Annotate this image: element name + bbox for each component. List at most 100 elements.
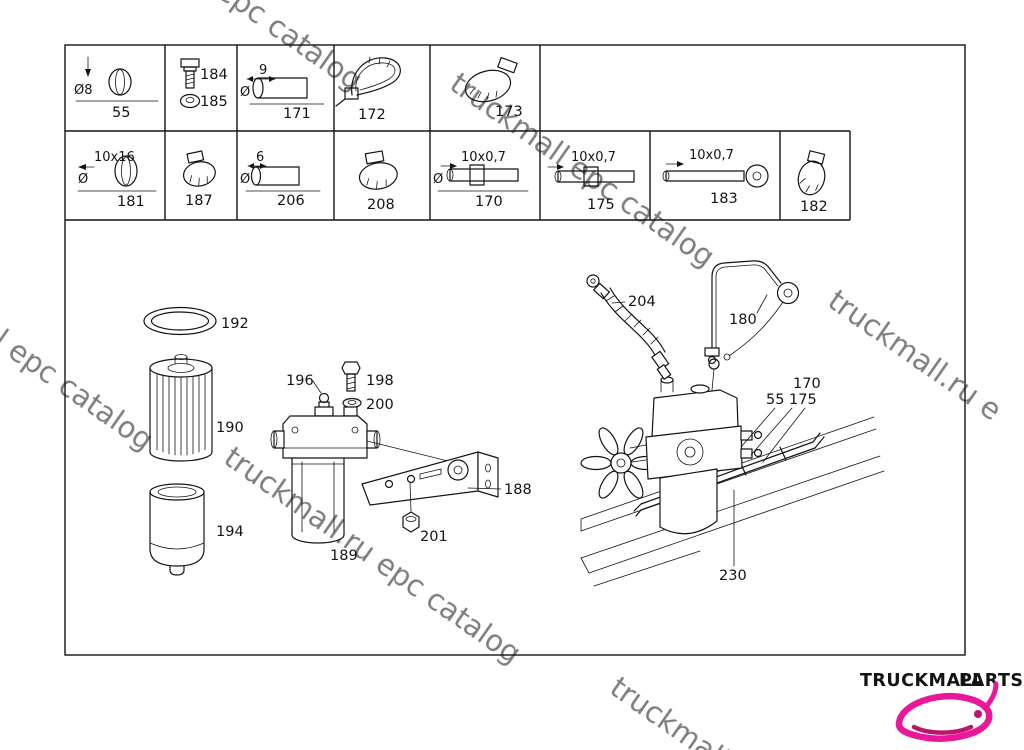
diagram-border (64, 44, 966, 656)
dimension-label: 6 (256, 150, 264, 165)
frame-rails (580, 416, 885, 587)
grid-cell-55: Ø8 55 (74, 56, 159, 121)
filter-element-190: 190 (149, 354, 244, 462)
part-number-label: 184 (200, 67, 228, 83)
part-number-label: 175 (587, 197, 615, 213)
spin-on-filter-194: 194 (149, 483, 244, 576)
watermark-text: l epc catalog (0, 323, 160, 457)
part-number-label: 170 (475, 194, 503, 210)
fuel-hose-204: 204 (586, 274, 672, 380)
part-number-label: 181 (117, 194, 145, 210)
grid-cell-183: 10x0,7 183 (662, 148, 769, 207)
grid-cell-187: 187 (182, 150, 216, 209)
part-label-194: 194 (216, 524, 244, 540)
grid-cell-181: 10x16 Ø 181 (77, 150, 157, 210)
watermark-text: epc catalog (211, 0, 369, 97)
hose-clamp-icon (464, 56, 518, 103)
part-number-label: 185 (200, 94, 228, 110)
part-number-label: 183 (710, 191, 738, 207)
truckmall-logo: TRUCKMALL PARTS (860, 671, 1024, 742)
dimension-label: 10x16 (94, 150, 135, 165)
watermark-text: truckmall epc catalog (444, 66, 721, 274)
filter-housing-189: 189 (270, 406, 381, 564)
bolt-icon (180, 58, 200, 89)
dimension-label: Ø (78, 172, 88, 187)
hose-clamp-icon (797, 150, 826, 196)
brand-accent: PARTS (959, 671, 1024, 691)
grid-cell-172: 172 (335, 56, 401, 123)
part-label-230: 230 (719, 568, 747, 584)
grid-cell-184-185: 184 185 (179, 58, 228, 110)
part-number-label: 187 (185, 193, 213, 209)
part-label-188: 188 (504, 482, 532, 498)
dimension-arrow (547, 164, 564, 170)
part-label-192: 192 (221, 316, 249, 332)
pipe-union-icon (554, 166, 635, 187)
part-number-label: 206 (277, 193, 305, 209)
grid-cell-173: 173 (464, 56, 523, 120)
nut-201: 201 (402, 481, 448, 545)
dimension-arrow (440, 163, 457, 169)
part-number-label: 172 (358, 107, 386, 123)
diagram-frame (64, 44, 966, 656)
grid-cell-208: 208 (358, 150, 398, 213)
part-label-180: 180 (729, 312, 757, 328)
grid-lines (65, 45, 851, 221)
hose-sleeve-icon (249, 77, 325, 105)
fan-icon (580, 427, 662, 499)
dimension-arrow (78, 164, 95, 170)
dimension-label: Ø8 (74, 83, 93, 98)
part-label-189: 189 (330, 548, 358, 564)
logo-swirl-icon (895, 681, 999, 742)
dimension-label: 9 (259, 63, 267, 78)
watermark-text: truckmall.ru (604, 670, 768, 750)
dimension-label: Ø (240, 172, 250, 187)
grid-cell-175: 10x0,7 175 (547, 150, 635, 213)
dimension-label: 10x0,7 (689, 148, 734, 163)
fuel-pump-body (629, 358, 763, 535)
vent-valve-196: 196 (286, 373, 330, 410)
dimension-label: 10x0,7 (461, 150, 506, 165)
filter-pleats (156, 374, 206, 456)
part-label-204: 204 (628, 294, 656, 310)
washer-icon (179, 93, 201, 109)
part-number-label: 55 (112, 105, 130, 121)
right-side-labels: 170 55 175 (740, 376, 821, 463)
seal-ring-icon (75, 56, 159, 102)
dimension-label: Ø (240, 85, 250, 100)
pipe-union-icon (437, 164, 529, 192)
part-label-201: 201 (420, 529, 448, 545)
part-number-label: 173 (495, 104, 523, 120)
hose-clamp-icon (182, 150, 216, 187)
cable-tie-icon (335, 56, 401, 107)
bolt-198: 198 (341, 361, 394, 392)
part-label-55: 55 (766, 392, 784, 408)
part-label-175: 175 (789, 392, 817, 408)
part-number-label: 208 (367, 197, 395, 213)
part-label-198: 198 (366, 373, 394, 389)
part-number-label: 182 (800, 199, 828, 215)
watermark-text: truckmall.ru e (822, 283, 1008, 427)
grid-cell-170: 10x0,7 Ø 170 (433, 150, 529, 210)
pipe-230-callout: 230 (719, 489, 747, 584)
part-label-190: 190 (216, 420, 244, 436)
hose-clamp-icon (358, 150, 398, 190)
dimension-label: Ø (433, 172, 443, 187)
dimension-label: 10x0,7 (571, 150, 616, 165)
fuel-pipe-180: 180 (704, 260, 800, 365)
part-label-170: 170 (793, 376, 821, 392)
washer-200: 200 (342, 397, 394, 413)
mounting-bracket-188: 188 (361, 440, 532, 506)
grid-cell-182: 182 (797, 150, 828, 215)
part-number-label: 171 (283, 106, 311, 122)
seal-ring-icon (77, 155, 157, 192)
part-label-200: 200 (366, 397, 394, 413)
grid-cell-171: 9 Ø 171 (240, 63, 325, 122)
banjo-fitting-icon (662, 164, 769, 188)
hose-sleeve-icon (245, 166, 321, 192)
brand-name: TRUCKMALL (860, 671, 984, 691)
seal-ring-192: 192 (143, 306, 249, 336)
part-label-196: 196 (286, 373, 314, 389)
grid-cell-206: 6 Ø 206 (240, 150, 321, 209)
